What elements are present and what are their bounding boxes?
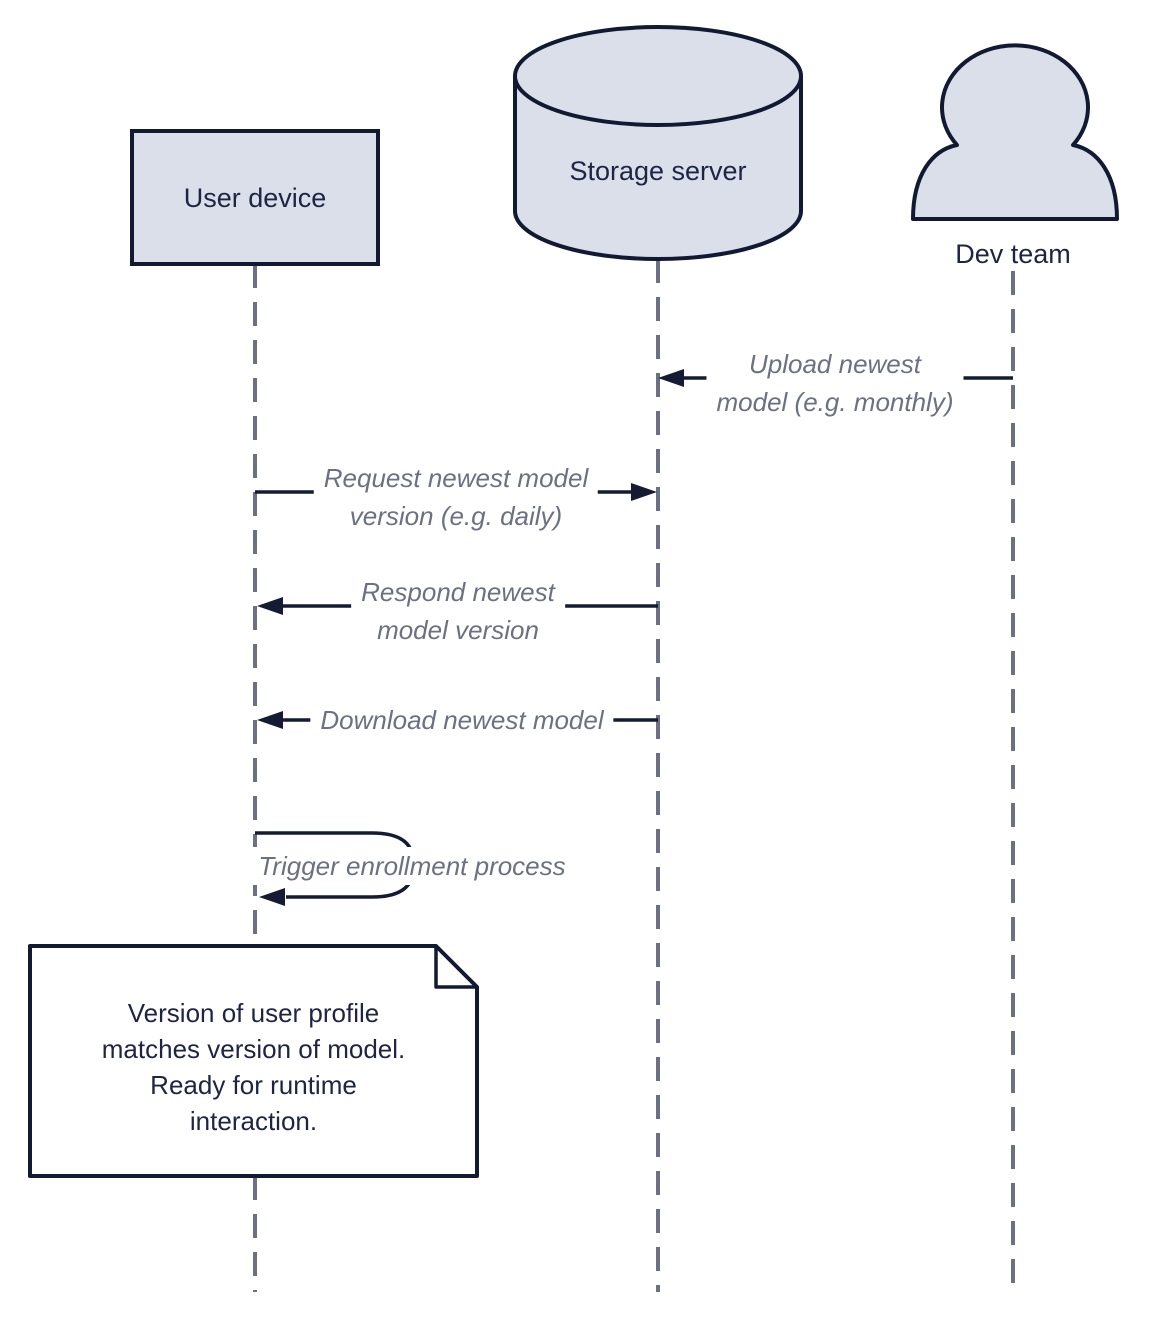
participant-user-device-box bbox=[130, 129, 380, 266]
participant-label-dev-team: Dev team bbox=[955, 239, 1071, 269]
arrowhead-left-icon bbox=[259, 888, 285, 906]
arrowhead-left-icon bbox=[257, 597, 283, 615]
message-label-request-newest-model: Request newest model version (e.g. daily… bbox=[313, 459, 599, 535]
participant-label-storage-server: Storage server bbox=[569, 156, 747, 186]
message-label-download-newest-model: Download newest model bbox=[310, 701, 614, 739]
note-outline bbox=[28, 944, 479, 1178]
note-box bbox=[28, 944, 479, 1178]
participant-label-user-device: User device bbox=[183, 183, 327, 213]
message-label-trigger-enrollment: Trigger enrollment process bbox=[248, 847, 576, 885]
arrowhead-left-icon bbox=[257, 711, 283, 729]
participant-storage-server-cylinder bbox=[513, 25, 803, 261]
arrowhead-right-icon bbox=[631, 483, 657, 501]
arrowhead-left-icon bbox=[658, 369, 684, 387]
note-text: Version of user profile matches version … bbox=[101, 998, 406, 1136]
message-label-upload-newest-model: Upload newest model (e.g. monthly) bbox=[706, 345, 964, 421]
cylinder-body bbox=[513, 76, 803, 261]
person-icon bbox=[911, 43, 1119, 221]
message-label-respond-newest-model: Respond newest model version bbox=[351, 573, 565, 649]
note-fold-icon bbox=[434, 946, 477, 989]
cylinder-top bbox=[513, 25, 803, 127]
